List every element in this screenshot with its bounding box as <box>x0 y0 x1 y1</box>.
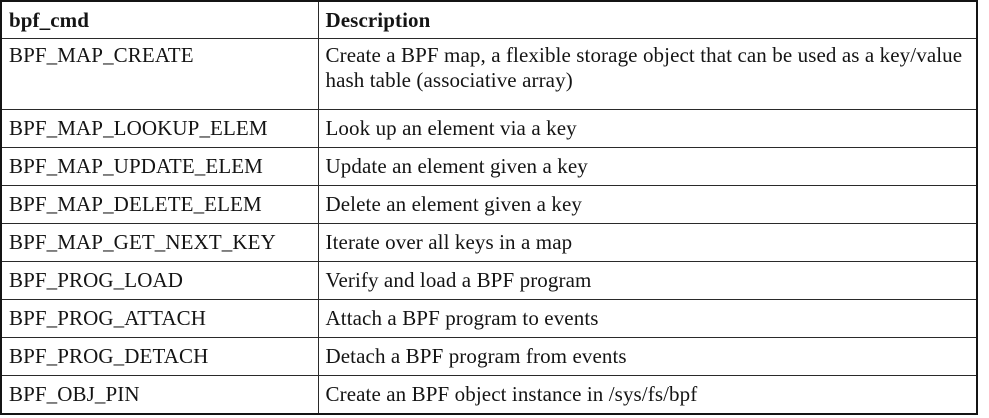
cell-bpf-cmd-text: BPF_MAP_UPDATE_ELEM <box>9 154 263 178</box>
cell-description: Create a BPF map, a flexible storage obj… <box>317 38 978 110</box>
cell-description-text: Delete an element given a key <box>325 192 583 216</box>
cell-description: Attach a BPF program to events <box>317 299 978 338</box>
table-row: BPF_OBJ_PIN Create an BPF object instanc… <box>0 375 978 415</box>
cell-description: Iterate over all keys in a map <box>317 223 978 262</box>
cell-bpf-cmd-text: BPF_PROG_DETACH <box>9 344 209 368</box>
cell-bpf-cmd: BPF_MAP_UPDATE_ELEM <box>0 147 319 186</box>
table-row: BPF_MAP_UPDATE_ELEM Update an element gi… <box>0 147 978 186</box>
cell-bpf-cmd: BPF_MAP_CREATE <box>0 38 319 110</box>
cell-description: Delete an element given a key <box>317 185 978 224</box>
table-header-row: bpf_cmd Description <box>0 0 978 39</box>
column-header-bpf-cmd: bpf_cmd <box>0 0 319 39</box>
cell-description-text: Create a BPF map, a flexible storage obj… <box>325 43 963 92</box>
cell-bpf-cmd-text: BPF_MAP_CREATE <box>9 43 194 67</box>
table-header: bpf_cmd Description <box>0 0 978 39</box>
cell-description-text: Attach a BPF program to events <box>325 306 599 330</box>
cell-bpf-cmd: BPF_PROG_DETACH <box>0 337 319 376</box>
cell-description-text: Detach a BPF program from events <box>325 344 627 368</box>
cell-bpf-cmd: BPF_PROG_LOAD <box>0 261 319 300</box>
cell-bpf-cmd: BPF_MAP_GET_NEXT_KEY <box>0 223 319 262</box>
cell-description-text: Update an element given a key <box>325 154 588 178</box>
table-row: BPF_MAP_GET_NEXT_KEY Iterate over all ke… <box>0 223 978 262</box>
cell-description-text: Look up an element via a key <box>325 116 577 140</box>
table-body: BPF_MAP_CREATE Create a BPF map, a flexi… <box>0 38 978 415</box>
cell-bpf-cmd-text: BPF_MAP_GET_NEXT_KEY <box>9 230 276 254</box>
cell-description: Create an BPF object instance in /sys/fs… <box>317 375 978 415</box>
cell-bpf-cmd-text: BPF_MAP_LOOKUP_ELEM <box>9 116 268 140</box>
table-row: BPF_PROG_DETACH Detach a BPF program fro… <box>0 337 978 376</box>
cell-description: Verify and load a BPF program <box>317 261 978 300</box>
cell-description-text: Verify and load a BPF program <box>325 268 592 292</box>
cell-description: Look up an element via a key <box>317 109 978 148</box>
column-header-bpf-cmd-label: bpf_cmd <box>9 7 90 32</box>
cell-description: Detach a BPF program from events <box>317 337 978 376</box>
column-header-description-label: Description <box>325 7 431 32</box>
cell-bpf-cmd-text: BPF_PROG_ATTACH <box>9 306 207 330</box>
table-row: BPF_PROG_LOAD Verify and load a BPF prog… <box>0 261 978 300</box>
cell-bpf-cmd: BPF_MAP_LOOKUP_ELEM <box>0 109 319 148</box>
cell-description-text: Iterate over all keys in a map <box>325 230 573 254</box>
cell-bpf-cmd: BPF_PROG_ATTACH <box>0 299 319 338</box>
cell-bpf-cmd-text: BPF_PROG_LOAD <box>9 268 184 292</box>
cell-bpf-cmd: BPF_OBJ_PIN <box>0 375 319 415</box>
table-row: BPF_MAP_DELETE_ELEM Delete an element gi… <box>0 185 978 224</box>
table-row: BPF_PROG_ATTACH Attach a BPF program to … <box>0 299 978 338</box>
table-row: BPF_MAP_LOOKUP_ELEM Look up an element v… <box>0 109 978 148</box>
cell-bpf-cmd-text: BPF_OBJ_PIN <box>9 382 140 406</box>
column-header-description: Description <box>317 0 978 39</box>
cell-description: Update an element given a key <box>317 147 978 186</box>
cell-bpf-cmd-text: BPF_MAP_DELETE_ELEM <box>9 192 262 216</box>
cell-description-text: Create an BPF object instance in /sys/fs… <box>325 382 698 406</box>
cell-bpf-cmd: BPF_MAP_DELETE_ELEM <box>0 185 319 224</box>
table-row: BPF_MAP_CREATE Create a BPF map, a flexi… <box>0 38 978 110</box>
